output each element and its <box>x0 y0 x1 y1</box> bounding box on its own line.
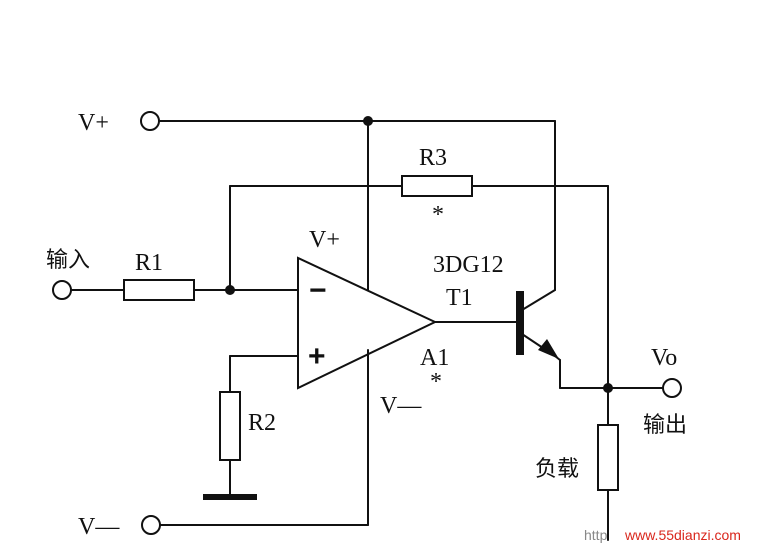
input-label: 输入 <box>46 248 90 273</box>
vminus-rail <box>141 349 369 535</box>
minus-sign: − <box>309 274 327 307</box>
vminus-terminal <box>141 515 161 535</box>
transistor-model-label: 3DG12 <box>433 252 504 278</box>
opamp-vminus-label: V— <box>380 393 422 419</box>
vo-label: Vo <box>651 345 677 371</box>
vplus-rail <box>140 111 556 296</box>
transistor-base-bar <box>516 291 524 355</box>
transistor-name-label: T1 <box>446 285 473 311</box>
opamp-star: * <box>430 369 442 395</box>
watermark-url: www.55dianzi.com <box>624 527 741 543</box>
opamp-a1 <box>297 256 438 390</box>
plus-sign: + <box>308 340 326 373</box>
resistor-r3 <box>401 175 473 197</box>
output-label: 输出 <box>643 413 687 438</box>
resistor-r1 <box>123 279 195 301</box>
load-label: 负载 <box>535 457 579 482</box>
r2-label: R2 <box>248 410 276 436</box>
opamp-vplus-label: V+ <box>309 227 340 253</box>
r1-label: R1 <box>135 250 163 276</box>
input-terminal <box>52 280 72 300</box>
resistor-r2 <box>219 391 241 461</box>
watermark-left: http <box>584 527 608 543</box>
inverting-junction <box>225 285 235 295</box>
feedback-network <box>229 175 609 389</box>
load-resistor <box>597 424 619 491</box>
opamp-name-label: A1 <box>420 345 449 371</box>
vminus-supply-label: V— <box>78 514 120 540</box>
input-branch <box>52 279 299 301</box>
transistor-t1 <box>434 289 561 389</box>
vplus-terminal <box>140 111 160 131</box>
noninverting-branch <box>203 355 299 500</box>
vplus-supply-label: V+ <box>78 110 109 136</box>
output-network <box>559 378 682 541</box>
r3-label: R3 <box>419 145 447 171</box>
ground-bar <box>203 494 257 500</box>
emitter-arrow <box>538 339 559 359</box>
r3-star: * <box>432 202 444 228</box>
output-terminal <box>662 378 682 398</box>
